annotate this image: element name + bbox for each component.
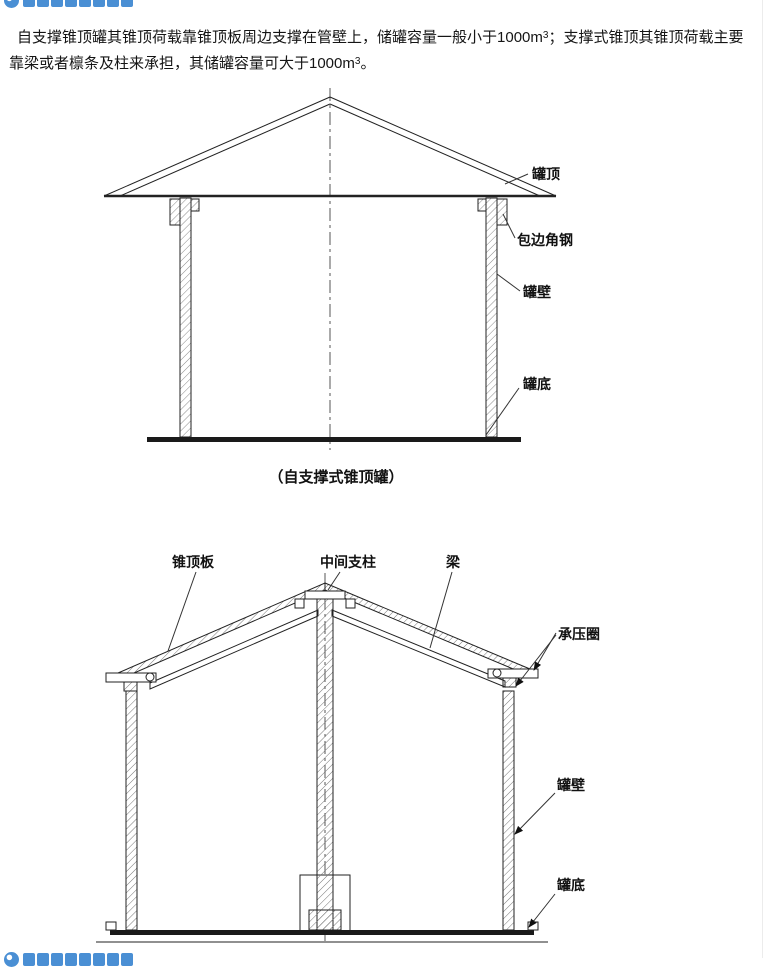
label-tank-bottom-2: 罐底	[556, 877, 585, 893]
label-center-column: 中间支柱	[320, 554, 376, 570]
superscript-cubed-1: 3	[542, 30, 549, 41]
label-tank-bottom: 罐底	[522, 376, 551, 392]
tank2-drawing	[96, 573, 548, 943]
watermark-text-blocks	[23, 0, 133, 7]
label-curb-angle: 包边角钢	[517, 232, 573, 248]
watermark-bottom	[4, 952, 133, 967]
tank1-drawing	[103, 88, 557, 450]
watermark-logo-icon-bottom	[4, 952, 19, 967]
label-tank-wall-2: 罐壁	[556, 777, 585, 793]
label-tank-wall: 罐壁	[522, 284, 551, 300]
intro-paragraph: 自支撑锥顶罐其锥顶荷载靠锥顶板周边支撑在管壁上，储罐容量一般小于1000m3；支…	[9, 24, 755, 76]
label-cone-roof-plate: 锥顶板	[172, 554, 215, 570]
intro-text-2: ；支撑式锥顶其锥顶荷载主要靠梁或者檩条及柱来承担，其储罐容量可大于1000m	[9, 29, 744, 72]
self-supported-cone-roof-tank-figure: 罐顶 包边角钢 罐壁 罐底 （自支撑式锥顶罐）	[103, 88, 573, 486]
superscript-cubed-2: 3	[354, 56, 361, 67]
figure1-caption: （自支撑式锥顶罐）	[268, 468, 403, 486]
watermark-top	[4, 0, 133, 8]
label-pressure-ring: 承压圈	[558, 626, 600, 642]
label-tank-roof: 罐顶	[531, 166, 560, 182]
intro-text-3: 。	[360, 55, 376, 72]
label-beam: 梁	[445, 554, 461, 570]
tank2-callouts: 锥顶板 中间支柱 梁 承压圈 罐壁 罐底	[167, 554, 600, 928]
tank1-callouts: 罐顶 包边角钢 罐壁 罐底 （自支撑式锥顶罐）	[268, 166, 573, 486]
watermark-logo-icon	[4, 0, 19, 8]
watermark-text-blocks-bottom	[23, 953, 133, 966]
intro-text-1: 自支撑锥顶罐其锥顶荷载靠锥顶板周边支撑在管壁上，储罐容量一般小于1000m	[17, 29, 543, 46]
supported-cone-roof-tank-figure: 锥顶板 中间支柱 梁 承压圈 罐壁 罐底	[96, 554, 600, 943]
